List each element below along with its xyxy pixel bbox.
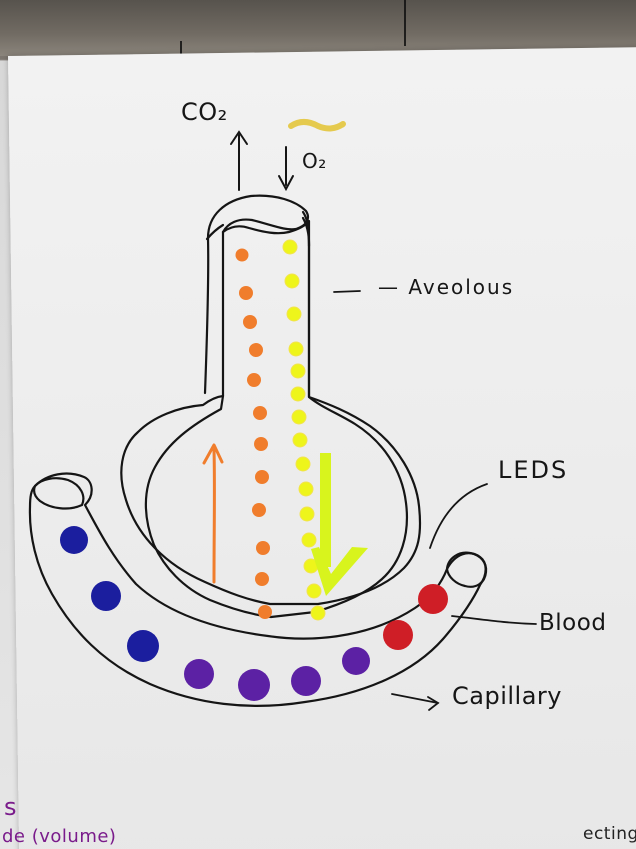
orange-dot (256, 541, 270, 555)
orange-dot (236, 249, 249, 262)
leds-leader-line (430, 484, 487, 548)
yellow-dot (302, 533, 316, 547)
capillary-label: Capillary (452, 684, 562, 708)
orange-dots (236, 249, 273, 620)
yellow-dot (311, 606, 325, 620)
o2-yellow-scribble (291, 122, 343, 129)
bottom-note-left: de (volume) (2, 828, 116, 846)
alveolus-leader-line (334, 291, 360, 292)
purple-blood-cell (291, 666, 321, 696)
yellow-dot (283, 240, 297, 254)
orange-dot (252, 503, 266, 517)
purple-blood-cell (184, 659, 214, 689)
bottom-note-right: ecting (583, 826, 636, 843)
yellow-dot (291, 364, 305, 378)
yellow-dot (296, 457, 310, 471)
purple-blood-cell (238, 669, 270, 701)
blue-blood-cell (60, 526, 88, 554)
yellow-dot (299, 482, 313, 496)
orange-dot (243, 315, 257, 329)
yellow-dot (289, 342, 303, 356)
orange-dot (239, 286, 253, 300)
alveolus-label: — Aveolous (378, 277, 514, 297)
blue-blood-cell (91, 581, 121, 611)
yellow-dot (291, 387, 305, 401)
capillary-left-opening (34, 478, 83, 508)
diagram-outlines (30, 196, 486, 706)
capillary-arrow-head (428, 697, 438, 710)
yellow-dot (287, 307, 301, 321)
yellow-dot (300, 507, 314, 521)
orange-dot (255, 470, 269, 484)
red-blood-cell (383, 620, 413, 650)
co2-label: CO₂ (181, 100, 228, 124)
yellow-dot (307, 584, 321, 598)
orange-dot (258, 605, 272, 619)
alveolus-inner-outline (146, 221, 407, 617)
red-blood-cell (418, 584, 448, 614)
purple-blood-cell (342, 647, 370, 675)
bottom-note-s: s (4, 795, 17, 819)
blue-blood-cell (127, 630, 159, 662)
leds-label: LEDS (498, 458, 568, 482)
o2-label: O₂ (302, 151, 327, 171)
orange-dot (253, 406, 267, 420)
capillary-right-opening (447, 553, 486, 587)
alveolus-outer-outline (121, 196, 420, 604)
gas-arrows (231, 132, 293, 190)
blood-leader-line (452, 616, 536, 624)
yellow-dot (285, 274, 299, 288)
orange-dot (249, 343, 263, 357)
yellow-downward-arrow (311, 453, 368, 596)
alveolus-left-stem (205, 238, 208, 393)
blood-label: Blood (539, 612, 606, 635)
orange-dot (255, 572, 269, 586)
yellow-dot (293, 433, 307, 447)
orange-dot (254, 437, 268, 451)
orange-dot (247, 373, 261, 387)
yellow-arrow-shaft (320, 453, 331, 567)
yellow-dot (292, 410, 306, 424)
